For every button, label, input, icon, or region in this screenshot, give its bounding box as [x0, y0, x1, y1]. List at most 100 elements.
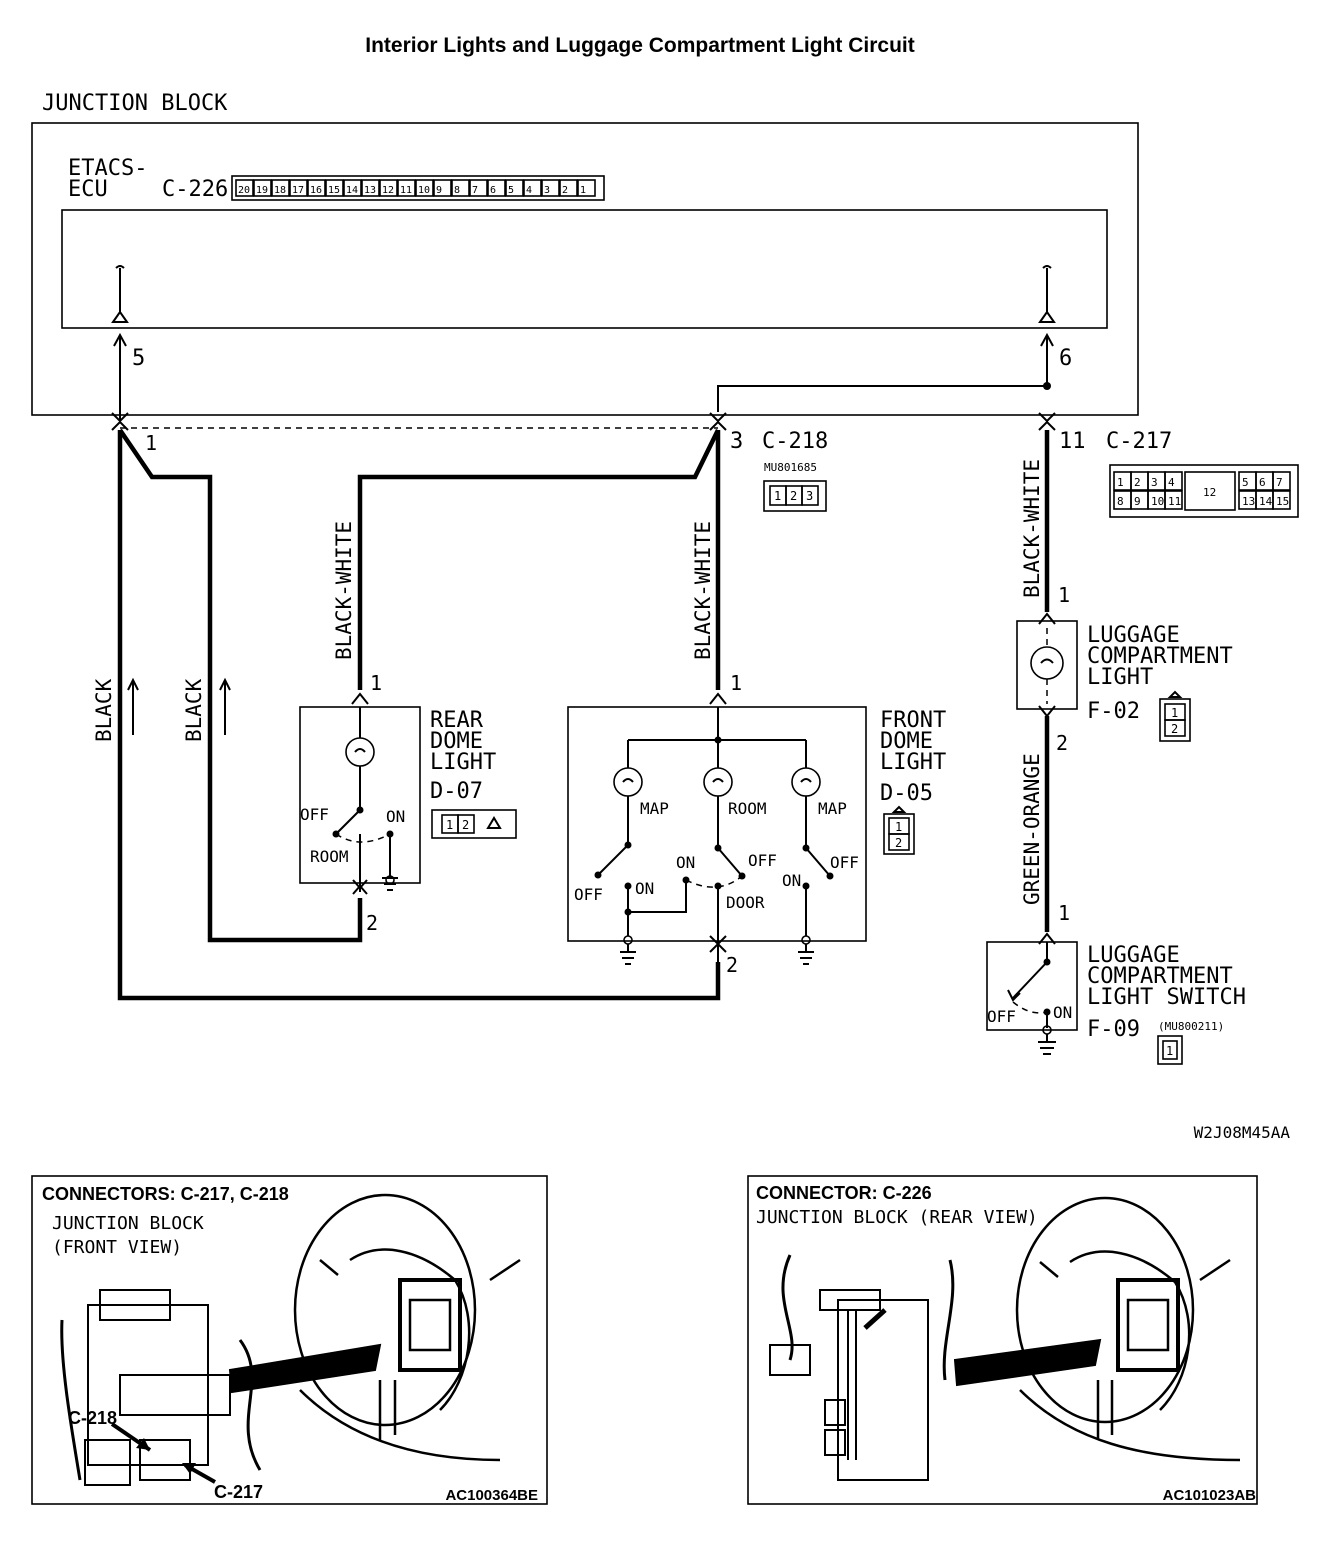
c226-pin-cell	[397, 179, 416, 197]
c217-pin-number: 11	[1168, 495, 1181, 508]
pin5-arrow	[113, 332, 127, 420]
front-door-label: DOOR	[726, 893, 765, 912]
c226-pin-cell	[253, 179, 272, 197]
inset-right-line-1: JUNCTION BLOCK (REAR VIEW)	[756, 1207, 1038, 1228]
luggage-switch-name-2: COMPARTMENT	[1087, 964, 1233, 989]
current-arrow-1	[127, 677, 139, 735]
c217-pin-number: 8	[1117, 495, 1124, 508]
rear-on-label: ON	[386, 807, 405, 826]
front-dome-light: 1 MAP ROOM MAP OFF ON ON OFF DOOR	[567, 671, 867, 977]
c226-pin-number: 13	[364, 185, 376, 196]
c218-connector-icon: 1 2 3	[763, 480, 827, 512]
c226-pin-cell	[361, 179, 380, 197]
inset-left-code: AC100364BE	[445, 1487, 538, 1504]
junction-block-box	[31, 122, 1139, 416]
wire-label-black-2: BLACK	[182, 678, 206, 742]
front-dome-pin-2: 2	[726, 953, 738, 977]
black-wire-inner	[118, 428, 363, 943]
black-white-rear-wire	[357, 429, 721, 690]
c226-label: C-226	[162, 177, 228, 202]
c226-pin-cell	[469, 179, 488, 197]
rear-dome-name-1: REAR	[430, 708, 484, 733]
f02-connector-icon: 1 2	[1159, 690, 1191, 742]
luggage-light-pin-1: 1	[1058, 583, 1070, 607]
junction-block-front-illustration	[60, 1289, 382, 1486]
front-on-right-label: ON	[782, 871, 801, 890]
c217-pin-number: 4	[1168, 476, 1175, 489]
rear-dome-connector: D-07	[430, 779, 483, 804]
c226-pin-number: 14	[346, 185, 358, 196]
c218-label: C-218	[762, 429, 828, 454]
c226-pin-cell	[415, 179, 434, 197]
c226-pin-number: 8	[454, 185, 460, 196]
callout-c218: C-218	[68, 1408, 117, 1428]
junction-block-label: JUNCTION BLOCK	[42, 91, 228, 116]
diagram-title: Interior Lights and Luggage Compartment …	[365, 34, 915, 57]
c226-pin-number: 18	[274, 185, 286, 196]
front-off-left-label: OFF	[574, 885, 603, 904]
c217-pin-cell	[1272, 490, 1291, 510]
luggage-light-pin-2: 2	[1056, 731, 1068, 755]
luggage-light-name-3: LIGHT	[1087, 665, 1153, 690]
rear-dome-name-3: LIGHT	[430, 750, 496, 775]
f09-part-number: (MU800211)	[1158, 1020, 1224, 1033]
front-dome-connector: D-05	[880, 781, 933, 806]
c226-pin-number: 5	[508, 185, 514, 196]
wire-label-bw-rear: BLACK-WHITE	[332, 521, 356, 660]
c226-pin-cell	[271, 179, 290, 197]
c226-pin-number: 9	[436, 185, 442, 196]
front-dome-name-3: LIGHT	[880, 750, 946, 775]
front-off-center-label: OFF	[748, 851, 777, 870]
wire-label-black-1: BLACK	[92, 678, 116, 742]
etacs-label: ETACS-	[68, 156, 147, 181]
f09-connector-icon: 1	[1157, 1035, 1183, 1065]
c217-pin-number: 5	[1242, 476, 1249, 489]
c217-pin-cell	[1164, 490, 1183, 510]
c226-pin-number: 19	[256, 185, 268, 196]
c226-pin-number: 6	[490, 185, 496, 196]
inset-left-line-1: JUNCTION BLOCK	[52, 1213, 204, 1234]
rear-room-label: ROOM	[310, 847, 349, 866]
c226-pin-cell	[505, 179, 524, 197]
c218-pin-arrows	[111, 412, 727, 431]
luggage-switch-on: ON	[1053, 1003, 1072, 1022]
ecu-terminal-left	[111, 265, 129, 323]
c218-pin-1: 1	[145, 431, 157, 455]
junction-block-rear-illustration	[769, 1254, 1102, 1481]
inset-right-frame	[747, 1175, 1258, 1505]
c226-pin-number: 2	[562, 185, 568, 196]
front-dome-name-2: DOME	[880, 729, 933, 754]
front-map-left-label: MAP	[640, 799, 669, 818]
inset-right-heading: CONNECTOR: C-226	[756, 1183, 932, 1203]
svg-text:1: 1	[895, 820, 902, 834]
c226-pin-number: 11	[400, 185, 412, 196]
wire-label-bw-luggage: BLACK-WHITE	[1020, 459, 1044, 598]
wire-label-green-orange: GREEN-ORANGE	[1020, 753, 1044, 905]
svg-text:1: 1	[446, 818, 453, 832]
c217-pin-arrows	[1038, 412, 1056, 431]
pin6-arrow	[1040, 332, 1054, 388]
c226-pin-number: 3	[544, 185, 550, 196]
luggage-light	[1016, 612, 1078, 718]
luggage-light-connector: F-02	[1087, 699, 1140, 724]
c218-part-number: MU801685	[764, 461, 817, 474]
c217-label: C-217	[1106, 429, 1172, 454]
c226-pin-cell	[487, 179, 506, 197]
luggage-switch-pin-1: 1	[1058, 901, 1070, 925]
inset-left-heading: CONNECTORS: C-217, C-218	[42, 1184, 289, 1204]
c217-pin-number: 6	[1259, 476, 1266, 489]
c226-pin-cell	[451, 179, 470, 197]
c226-pin-number: 20	[238, 185, 250, 196]
c217-pin-number: 14	[1259, 495, 1273, 508]
c226-pin-number: 1	[580, 185, 586, 196]
d07-connector-icon: 1 2	[431, 809, 517, 839]
svg-text:2: 2	[790, 489, 797, 503]
luggage-switch: OFF ON	[986, 932, 1078, 1055]
callout-c217: C-217	[214, 1482, 263, 1502]
c217-pin-number: 15	[1276, 495, 1289, 508]
c217-pin-number: 7	[1276, 476, 1283, 489]
ecu-label: ECU	[68, 177, 108, 202]
pin-6-label: 6	[1059, 346, 1072, 371]
